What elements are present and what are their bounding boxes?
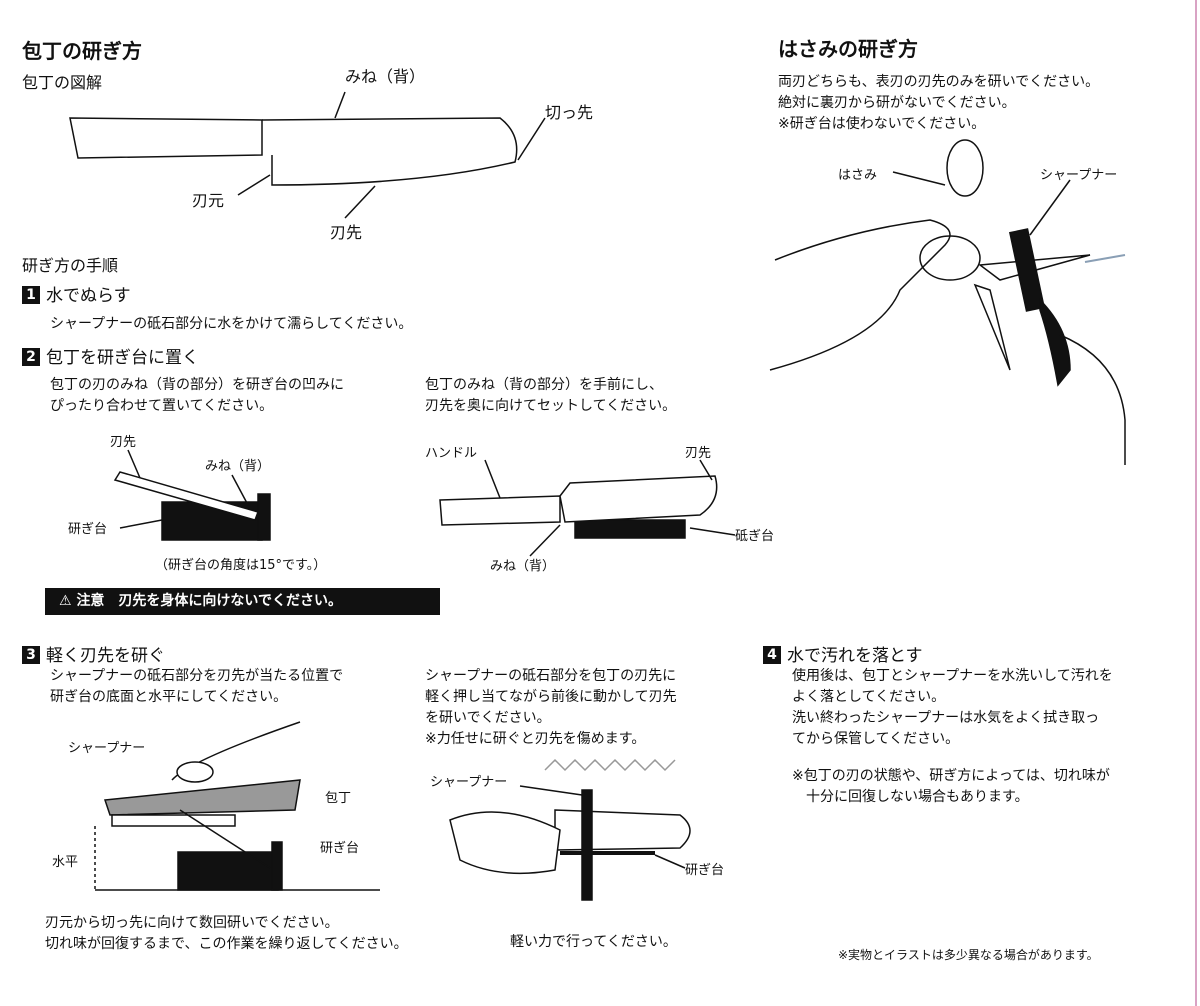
fig3l-knife: 包丁 <box>325 791 352 806</box>
footer-note: ※実物とイラストは多少異なる場合があります。 <box>838 948 1099 962</box>
fig-step3-right <box>449 758 691 901</box>
knife-diagram-title: 包丁の図解 <box>22 73 103 92</box>
warning-icon: ⚠ <box>59 593 72 609</box>
step2-left-text: 包丁の刃のみね（背の部分）を研ぎ台の凹みにぴったり合わせて置いてください。 <box>50 377 344 414</box>
page-edge <box>1195 0 1197 1006</box>
step4-text: 使用後は、包丁とシャープナーを水洗いして汚れをよく落としてください。洗い終わった… <box>792 668 1113 747</box>
knife-title: 包丁の研ぎ方 <box>22 39 142 63</box>
procedure-title: 研ぎ方の手順 <box>22 256 119 275</box>
fig3r-sharpener: シャープナー <box>430 775 508 790</box>
step3-left-caption: 刃元から切っ先に向けて数回研いでください。切れ味が回復するまで、この作業を繰り返… <box>45 915 408 952</box>
fig3l-dai: 研ぎ台 <box>320 841 360 856</box>
step3-right-text: シャープナーの砥石部分を包丁の刃先に軽く押し当てながら前後に動かして刃先を研いで… <box>425 668 677 747</box>
scissors-sharpener-label: シャープナー <box>1040 168 1118 183</box>
fig2r-mine: みね（背） <box>490 559 556 574</box>
fig3l-level: 水平 <box>52 855 79 870</box>
fig3r-dai: 研ぎ台 <box>685 863 725 878</box>
knife-diagram <box>69 91 546 219</box>
fig2r-hasaki: 刃先 <box>685 446 712 461</box>
label-kissaki: 切っ先 <box>545 103 594 122</box>
fig2r-dai: 砥ぎ台 <box>735 529 775 544</box>
fig-scissors <box>769 139 1126 465</box>
step2-right-text: 包丁のみね（背の部分）を手前にし、刃先を奥に向けてセットしてください。 <box>425 377 677 414</box>
step1-text: シャープナーの砥石部分に水をかけて濡らしてください。 <box>50 316 413 332</box>
fig3l-sharpener: シャープナー <box>68 741 146 756</box>
label-hasaki: 刃先 <box>330 223 363 242</box>
label-hamoto: 刃元 <box>192 191 225 210</box>
fig2l-dai: 研ぎ台 <box>68 522 108 537</box>
fig2l-caption: （研ぎ台の角度は15°です。） <box>155 558 327 573</box>
scissors-text: 両刃どちらも、表刃の刃先のみを研いでください。絶対に裏刃から研がないでください。… <box>778 74 1100 132</box>
fig2l-hasaki: 刃先 <box>110 435 137 450</box>
fig2l-mine: みね（背） <box>205 459 271 474</box>
scissors-title: はさみの研ぎ方 <box>778 37 918 61</box>
scissors-label: はさみ <box>838 168 878 183</box>
fig-step3-left <box>94 721 380 891</box>
fig-step2-right <box>439 459 736 557</box>
step3-right-caption: 軽い力で行ってください。 <box>510 934 677 950</box>
fig2r-handle: ハンドル <box>425 446 478 461</box>
warning-bar: ⚠ 注意 刃先を身体に向けないでください。 <box>45 588 440 615</box>
step3-left-text: シャープナーの砥石部分を刃先が当たる位置で研ぎ台の底面と水平にしてください。 <box>50 668 344 705</box>
label-mine: みね（背） <box>345 67 426 86</box>
step4-note: ※包丁の刃の状態や、研ぎ方によっては、切れ味が十分に回復しない場合もあります。 <box>792 768 1110 805</box>
fig-step2-left <box>113 449 271 541</box>
